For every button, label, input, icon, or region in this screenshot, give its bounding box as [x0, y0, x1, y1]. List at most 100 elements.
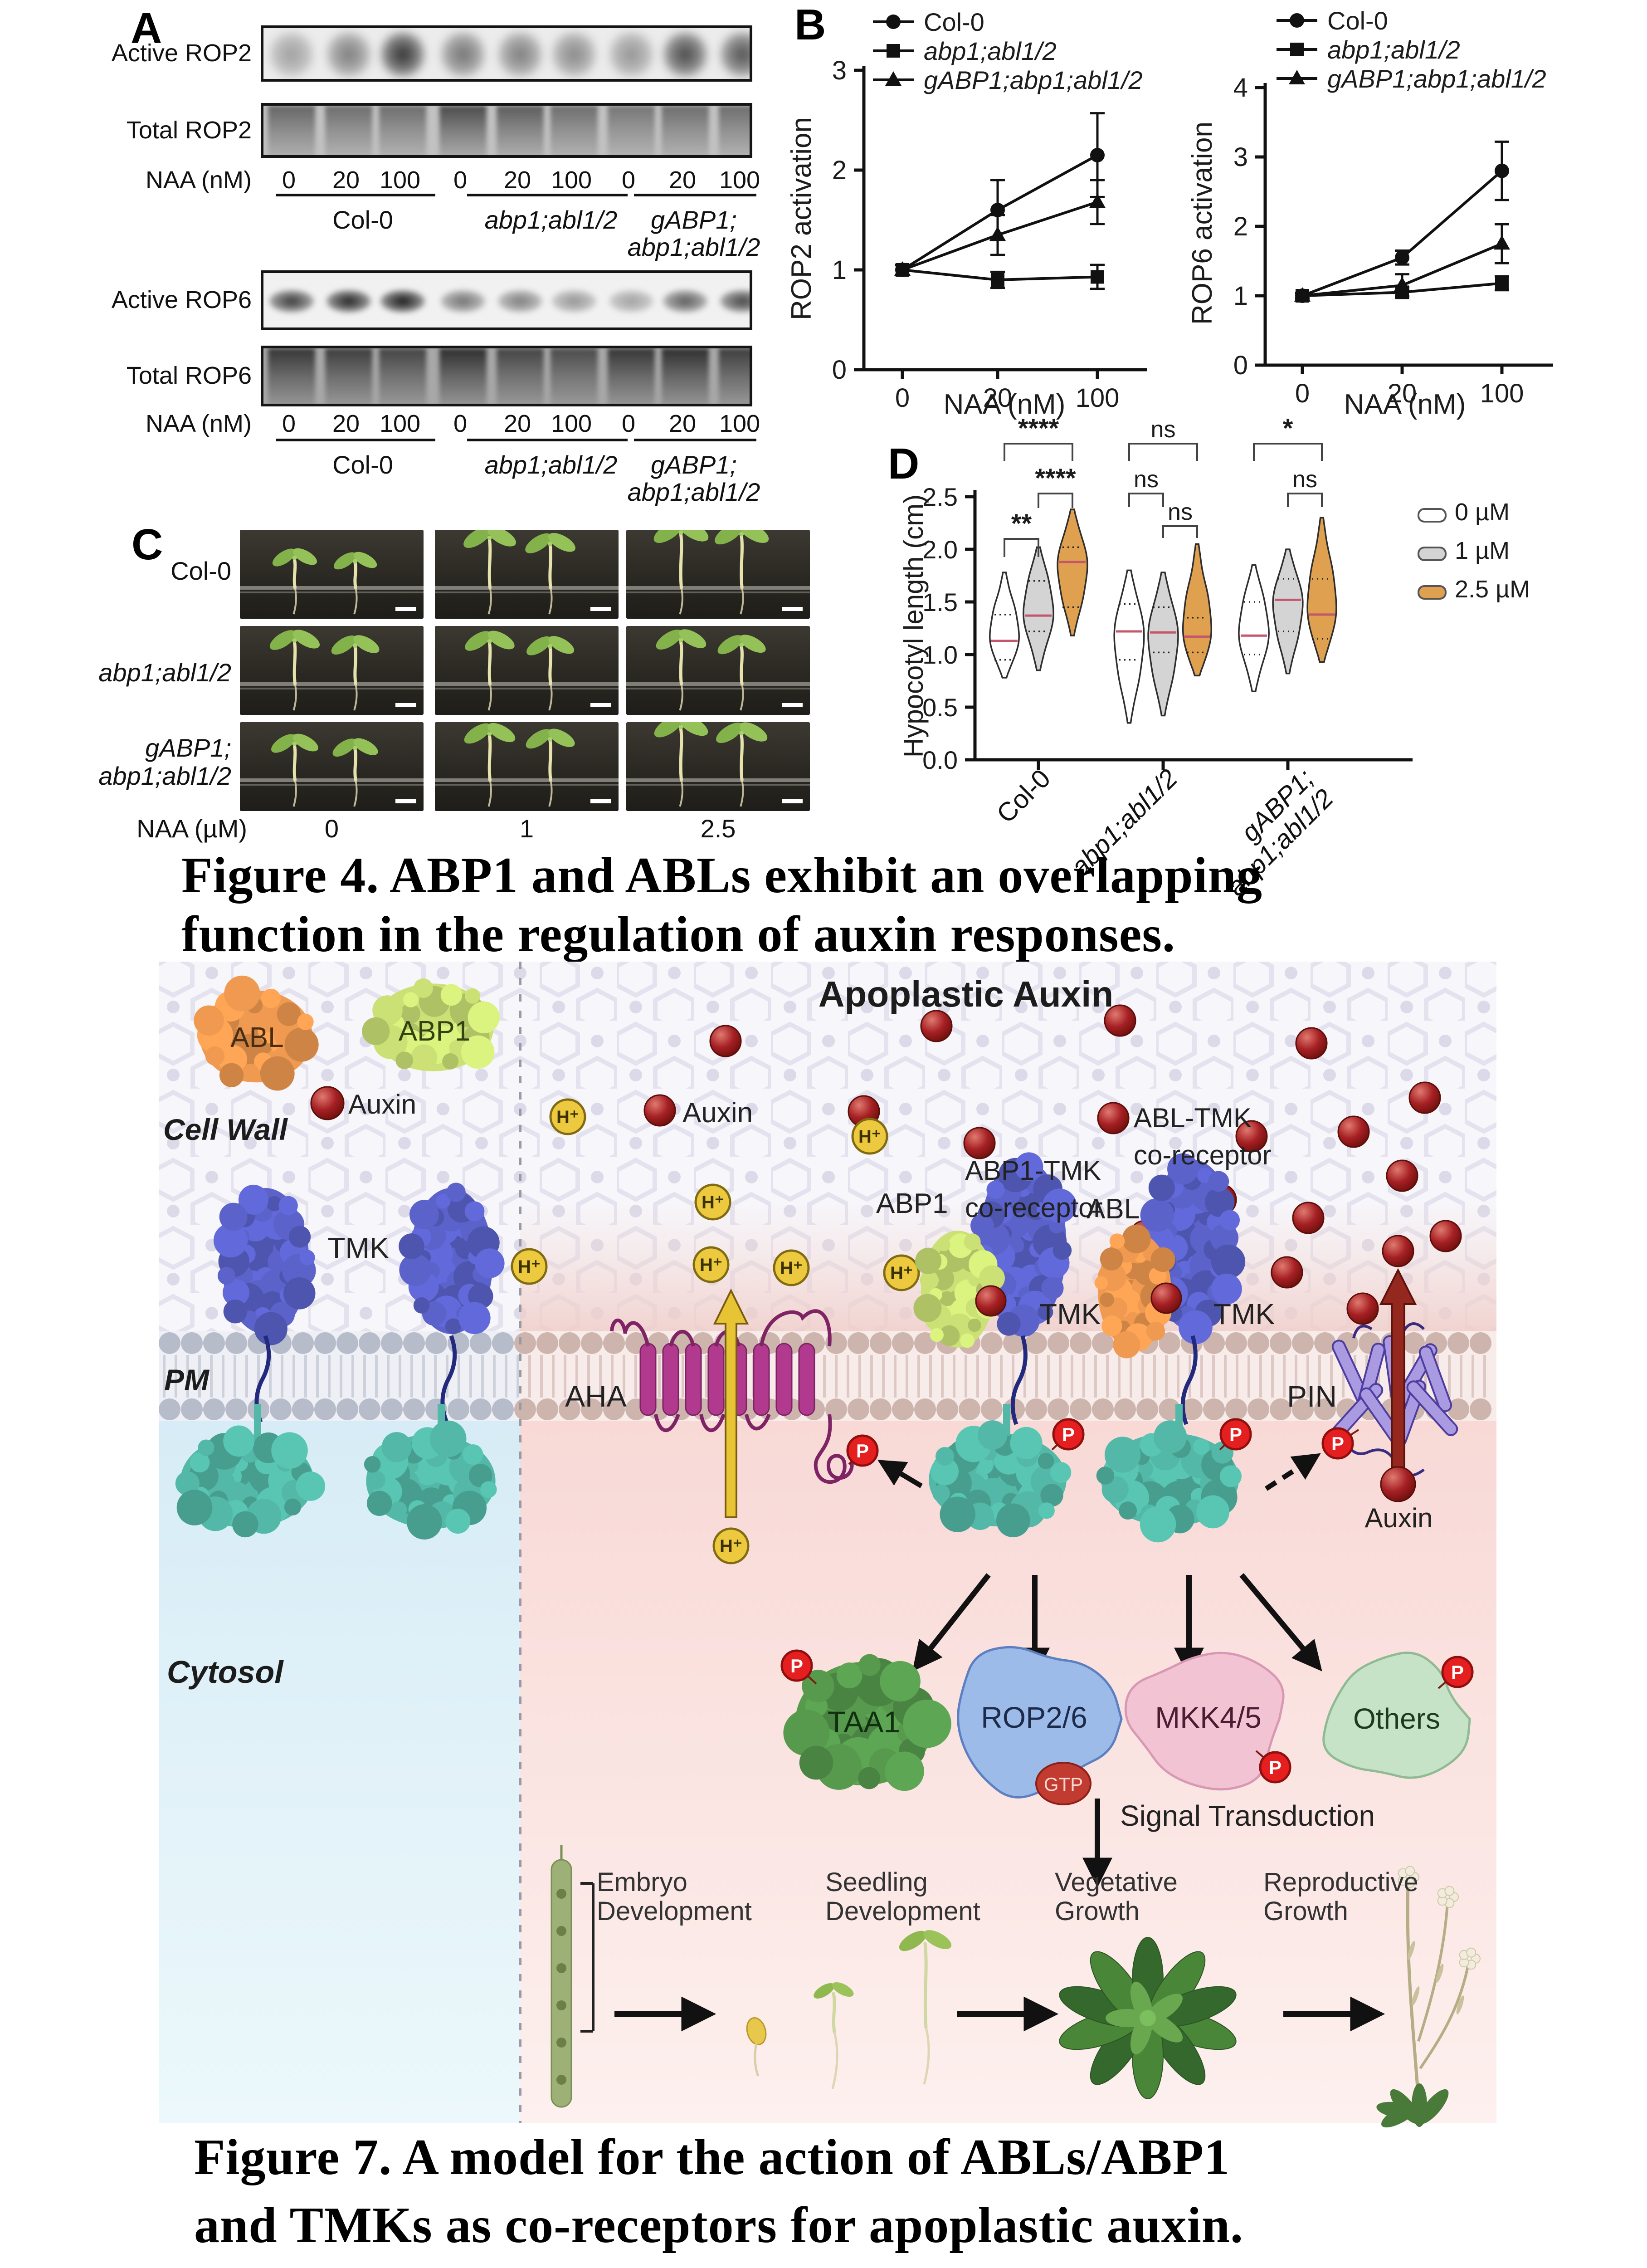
abl-coreceptor — [1094, 1224, 1175, 1359]
seedling-photo — [626, 626, 810, 715]
auxin-molecule — [1337, 1115, 1370, 1148]
naa-dose: 0 — [621, 410, 636, 437]
naa-dose: 0 — [453, 166, 468, 194]
naa-dose: 20 — [503, 410, 531, 437]
figure7-caption-line1: Figure 7. A model for the action of ABLs… — [194, 2129, 1230, 2185]
d-y-tick: 2.0 — [922, 535, 958, 564]
naa-dose: 20 — [332, 166, 360, 194]
abp1-coreceptor — [913, 1231, 1005, 1348]
x-tick-label: 0 — [1295, 379, 1310, 408]
panel-c-row2-label: abp1;abl1/2 — [98, 658, 231, 687]
tmk-receptor-left2 — [399, 1183, 505, 1334]
flower — [1444, 1886, 1455, 1896]
y-tick-label: 0 — [832, 355, 847, 385]
panel-c-dose: 0 — [324, 814, 339, 843]
proton-label: H⁺ — [700, 1255, 722, 1275]
blot-band — [269, 31, 314, 78]
seedling-photo — [435, 722, 619, 811]
group-underline — [634, 194, 756, 196]
tmk-receptor-abp1 — [970, 1152, 1077, 1337]
blot-band — [608, 106, 655, 155]
figure4-caption-line1: Figure 4. ABP1 and ABLs exhibit an overl… — [181, 847, 1262, 904]
panel-b-letter: B — [794, 0, 826, 49]
stage1-line1: Embryo — [597, 1867, 687, 1897]
x-tick-label: 100 — [1480, 379, 1524, 408]
gtp-icon — [1035, 1762, 1092, 1805]
y-tick-label: 2 — [1233, 212, 1248, 241]
stage3-line2: Growth — [1055, 1897, 1140, 1926]
stage-embryo-label: Embryo Development — [597, 1868, 752, 1926]
genotype-label: gABP1; — [651, 205, 737, 234]
phosphate-icon — [1052, 1418, 1085, 1451]
proton-label: H⁺ — [556, 1107, 579, 1127]
stage-reproductive-label: Reproductive Growth — [1263, 1868, 1418, 1926]
blot-total-rop6 — [261, 346, 752, 406]
seedling-photo — [240, 626, 424, 715]
y-tick-label: 3 — [1233, 142, 1248, 172]
abl-left-label: ABL — [230, 1022, 284, 1053]
auxin-molecule — [1386, 1159, 1418, 1192]
d-legend-swatch — [1418, 547, 1447, 561]
flower — [1466, 1947, 1476, 1958]
panel-c-dose: 1 — [519, 814, 534, 843]
panel-c-row3-label-line1: gABP1; — [145, 733, 231, 762]
proton-icon — [549, 1098, 586, 1135]
blot-band — [326, 289, 371, 313]
phosphate-label: P — [856, 1440, 869, 1461]
proton-icon — [712, 1527, 750, 1564]
tmk-receptor-left1 — [213, 1184, 316, 1345]
flower — [1405, 1866, 1415, 1876]
abp1-protein — [362, 978, 500, 1071]
violin-Col-0-0 µM — [989, 572, 1020, 679]
x-axis-title: NAA (nM) — [1344, 389, 1466, 420]
significance-label: **** — [1035, 464, 1076, 493]
naa-label-row2: NAA (nM) — [145, 410, 252, 437]
blot-band — [719, 348, 750, 404]
tmk-kinase-left1 — [175, 1425, 326, 1538]
significance-label: * — [1283, 414, 1293, 443]
others-label: Others — [1353, 1702, 1441, 1735]
seedling-photo — [626, 530, 810, 619]
blot-label-active-rop2: Active ROP2 — [111, 39, 252, 67]
phosphate-label: P — [1331, 1433, 1344, 1454]
auxin-molecule — [1429, 1220, 1462, 1252]
pm-label: PM — [164, 1363, 209, 1397]
phosphate-label: P — [1269, 1757, 1282, 1778]
violin-abp1;abl1/2-2.5 µM — [1182, 543, 1213, 677]
seedling-art — [435, 631, 619, 711]
blot-label-total-rop2: Total ROP2 — [126, 117, 252, 144]
naa-dose: 100 — [719, 410, 760, 437]
aha-label: AHA — [565, 1379, 627, 1413]
blot-band — [325, 106, 372, 155]
x-axis-title: NAA (nM) — [944, 389, 1066, 420]
arrow — [1239, 1573, 1322, 1672]
auxin-molecule — [1292, 1202, 1325, 1234]
auxin-molecule — [1295, 1027, 1328, 1060]
phosphate-icon — [1219, 1418, 1252, 1451]
line-chart-ROP6 activation: 01234020100ROP6 activationNAA (nM)Col-0a… — [1187, 6, 1553, 420]
phosphate-label: P — [1451, 1662, 1464, 1683]
figure4-caption-line2: function in the regulation of auxin resp… — [181, 906, 1175, 963]
phosphate-icon — [1441, 1656, 1474, 1688]
violin-abp1;abl1/2-1 µM — [1147, 572, 1179, 717]
blot-band — [380, 289, 425, 313]
group-underline — [276, 194, 435, 196]
panel-c-dose: 2.5 — [700, 814, 736, 843]
genotype-label: abp1;abl1/2 — [627, 233, 760, 261]
auxin-left-label: Auxin — [348, 1089, 417, 1119]
significance-label: ns — [1168, 499, 1193, 525]
legend-entry: gABP1;abp1;abl1/2 — [1327, 64, 1546, 93]
proton-label: H⁺ — [890, 1263, 913, 1283]
tmk-right2-label: TMK — [1213, 1298, 1275, 1330]
y-axis-title: ROP6 activation — [1187, 122, 1218, 325]
proton-export-arrow — [713, 1288, 749, 1518]
legend-entry: Col-0 — [924, 8, 984, 36]
arrow — [1265, 1453, 1321, 1491]
blot-band — [268, 106, 315, 155]
naa-dose: 100 — [551, 410, 592, 437]
seedling-art — [626, 629, 810, 711]
violin-abp1;abl1/2-0 µM — [1113, 569, 1145, 724]
